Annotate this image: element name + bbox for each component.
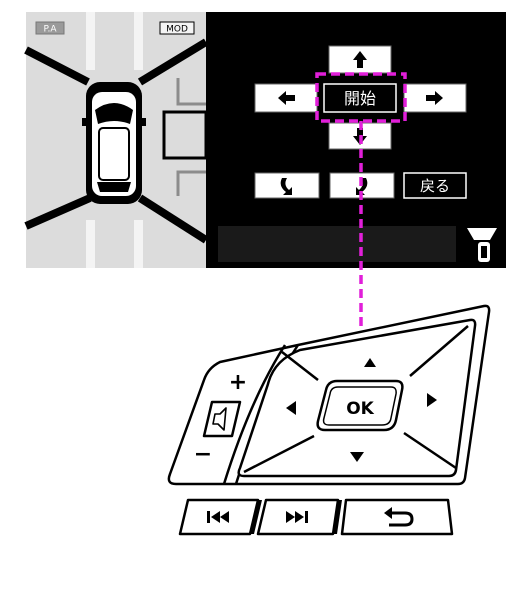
dpad-up-arrow[interactable] bbox=[364, 358, 376, 367]
previous-track-icon bbox=[207, 511, 229, 523]
back-button-label: 戻る bbox=[420, 177, 450, 195]
arrow-left-icon bbox=[278, 91, 295, 105]
return-button[interactable] bbox=[340, 498, 454, 536]
start-button[interactable]: 開始 bbox=[323, 83, 397, 113]
volume-section: + − bbox=[194, 370, 247, 467]
rotate-right-icon bbox=[356, 178, 368, 195]
camera-view-icon bbox=[467, 228, 497, 240]
rotate-left-button[interactable] bbox=[254, 172, 320, 199]
right-arrow-button[interactable] bbox=[403, 83, 467, 113]
start-highlight-box bbox=[315, 72, 407, 123]
menu-screen: 開始 戻る bbox=[206, 12, 506, 268]
mute-button[interactable] bbox=[202, 400, 242, 438]
arrow-right-icon bbox=[426, 91, 443, 105]
return-icon bbox=[388, 511, 414, 527]
mode-badge: MOD bbox=[159, 21, 195, 35]
media-button-row bbox=[178, 498, 454, 536]
steering-switch-panel: + − OK bbox=[167, 304, 491, 486]
camera-switch-button[interactable] bbox=[462, 224, 502, 266]
pa-badge: P.A bbox=[35, 21, 65, 35]
arrow-up-icon bbox=[353, 51, 367, 68]
next-track-button[interactable] bbox=[256, 498, 342, 536]
dpad-right-arrow[interactable] bbox=[427, 393, 437, 407]
camera-top-view-panel: P.A MOD bbox=[24, 12, 209, 268]
pa-badge-label: P.A bbox=[43, 25, 57, 35]
dpad-down-arrow[interactable] bbox=[350, 452, 364, 462]
start-button-label: 開始 bbox=[344, 89, 376, 108]
up-arrow-button[interactable] bbox=[328, 45, 392, 74]
mode-badge-label: MOD bbox=[166, 25, 188, 35]
volume-up-button[interactable]: + bbox=[229, 370, 247, 395]
car-top-view-icon bbox=[82, 82, 146, 204]
speaker-icon bbox=[212, 407, 227, 431]
volume-down-button[interactable]: − bbox=[194, 442, 212, 467]
previous-track-button[interactable] bbox=[178, 498, 262, 536]
rotate-left-icon bbox=[280, 178, 292, 195]
dpad-left-arrow[interactable] bbox=[286, 401, 296, 415]
ok-button[interactable]: OK bbox=[316, 379, 404, 432]
next-track-icon bbox=[286, 511, 308, 523]
ok-button-label: OK bbox=[346, 399, 374, 419]
left-arrow-button[interactable] bbox=[254, 83, 318, 113]
back-button[interactable]: 戻る bbox=[403, 172, 467, 199]
